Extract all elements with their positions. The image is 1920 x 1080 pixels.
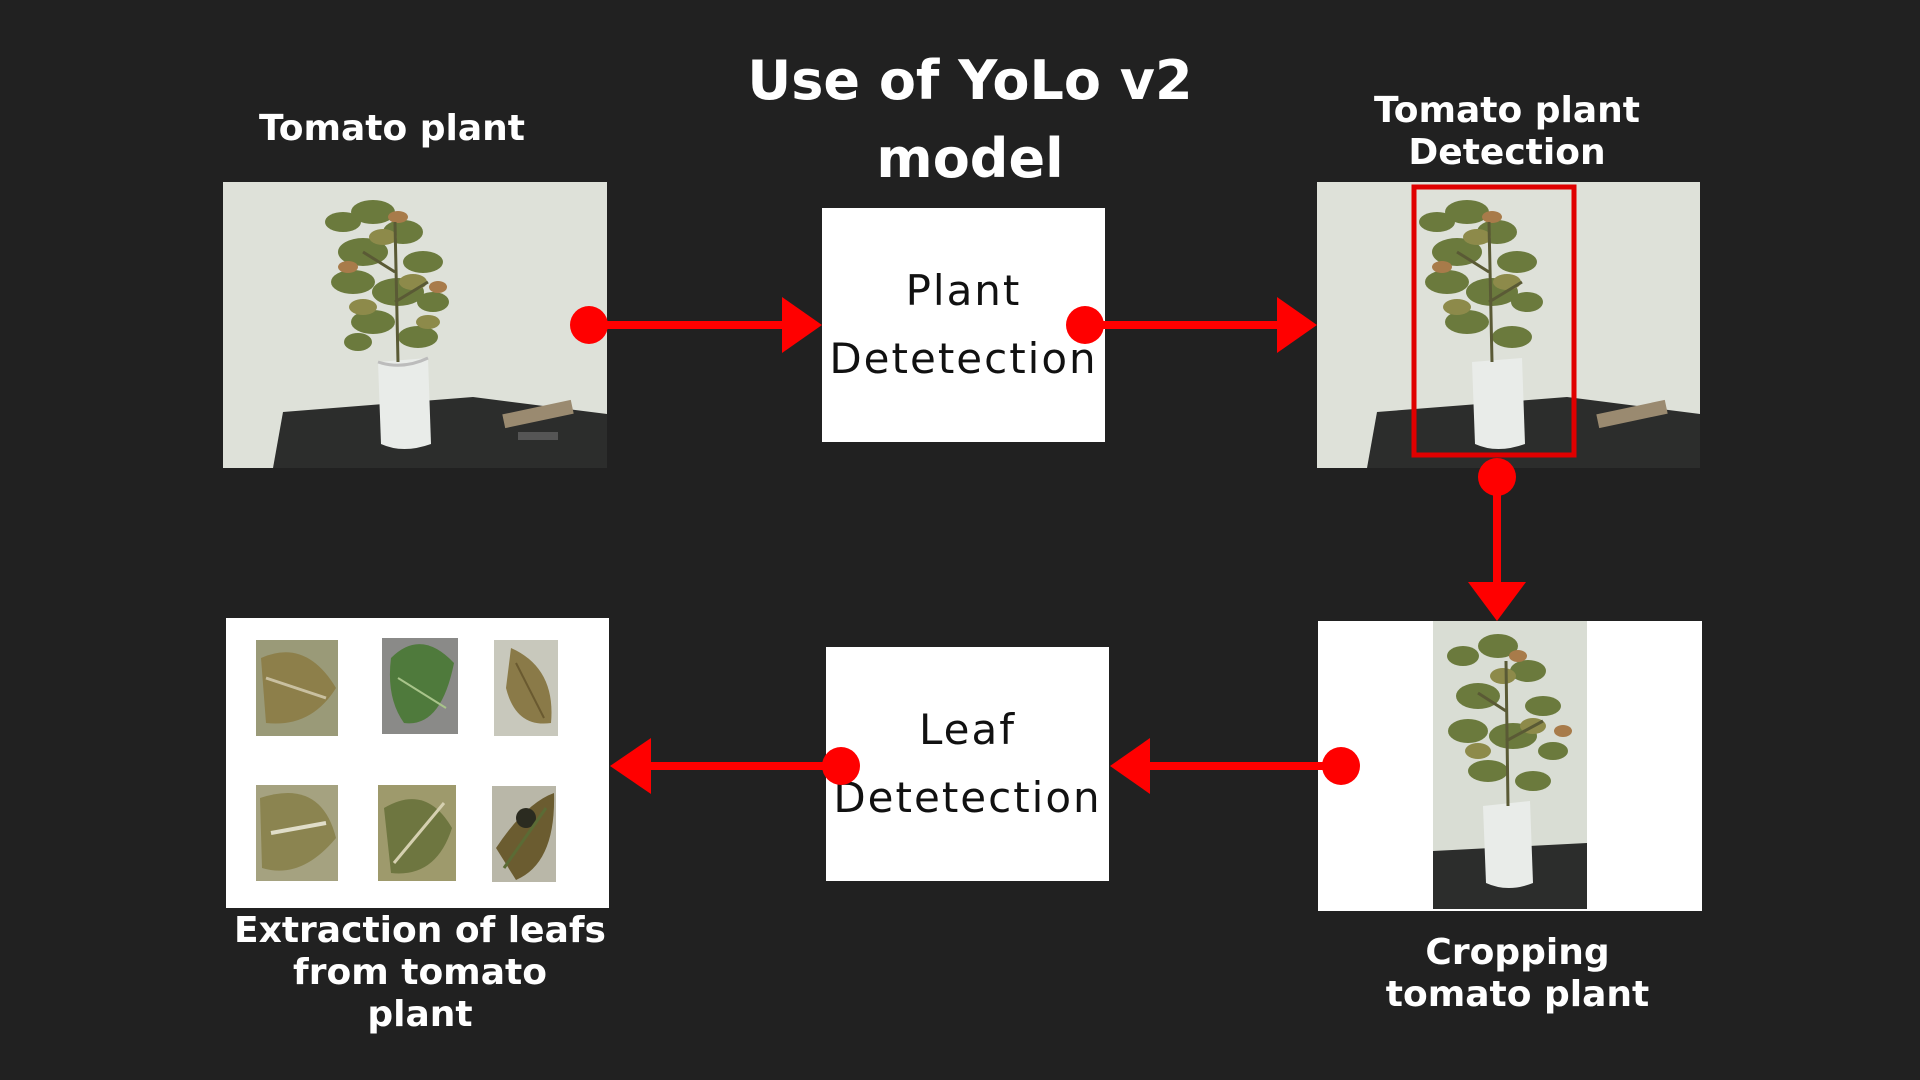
caption-cropping-line2: tomato plant xyxy=(1385,974,1650,1015)
arrow-detection-to-crop xyxy=(1468,458,1526,621)
plant-detection-line2: Detetection xyxy=(829,334,1098,383)
bounding-box xyxy=(1411,184,1577,458)
caption-extraction-line1: Extraction of leafs xyxy=(234,910,606,951)
caption-tomato-plant-text: Tomato plant xyxy=(258,108,526,149)
diagram-title: Use of YoLo v2 model xyxy=(700,42,1240,198)
cropped-plant-panel xyxy=(1318,621,1702,911)
leaf-detection-box: Leaf Detetection xyxy=(826,647,1109,881)
caption-tomato-detection: Tomato plant Detection xyxy=(1322,90,1692,174)
caption-extraction: Extraction of leafs from tomato plant xyxy=(230,910,610,1036)
caption-tomato-detection-line2: Detection xyxy=(1408,132,1606,173)
leaf-crop-3 xyxy=(494,640,558,736)
leaf-crop-4 xyxy=(256,785,338,881)
plant-detection-label: Plant Detetection xyxy=(829,257,1097,393)
title-line-2: model xyxy=(876,127,1064,190)
caption-extraction-line2: from tomato xyxy=(293,952,547,993)
tomato-detection-image xyxy=(1317,182,1700,468)
leaf-crop-6 xyxy=(492,786,556,882)
arrow-input-to-plant-detection xyxy=(570,297,822,353)
leaf-crop-2 xyxy=(382,638,458,734)
leaf-crop-1 xyxy=(256,640,338,736)
leaf-crop-5 xyxy=(378,785,456,881)
caption-extraction-line3: plant xyxy=(367,994,473,1035)
leaf-detection-line1: Leaf xyxy=(918,705,1017,754)
arrow-leaf-detection-to-extraction xyxy=(610,738,860,794)
caption-tomato-plant: Tomato plant xyxy=(222,108,562,150)
extracted-leaves-panel xyxy=(226,618,609,908)
tomato-plant-image xyxy=(223,182,607,468)
tomato-detection-photo xyxy=(1317,182,1700,468)
extracted-leaves-grid xyxy=(256,638,558,882)
caption-cropping: Cropping tomato plant xyxy=(1350,932,1685,1016)
title-line-1: Use of YoLo v2 xyxy=(747,49,1193,112)
plant-detection-box: Plant Detetection xyxy=(822,208,1105,442)
tomato-plant-photo xyxy=(223,182,607,468)
plant-detection-line1: Plant xyxy=(905,266,1022,315)
caption-tomato-detection-line1: Tomato plant xyxy=(1373,90,1641,131)
cropped-plant-image xyxy=(1433,621,1587,909)
caption-cropping-line1: Cropping xyxy=(1425,932,1610,973)
leaf-detection-label: Leaf Detetection xyxy=(833,696,1101,832)
leaf-detection-line2: Detetection xyxy=(833,773,1102,822)
